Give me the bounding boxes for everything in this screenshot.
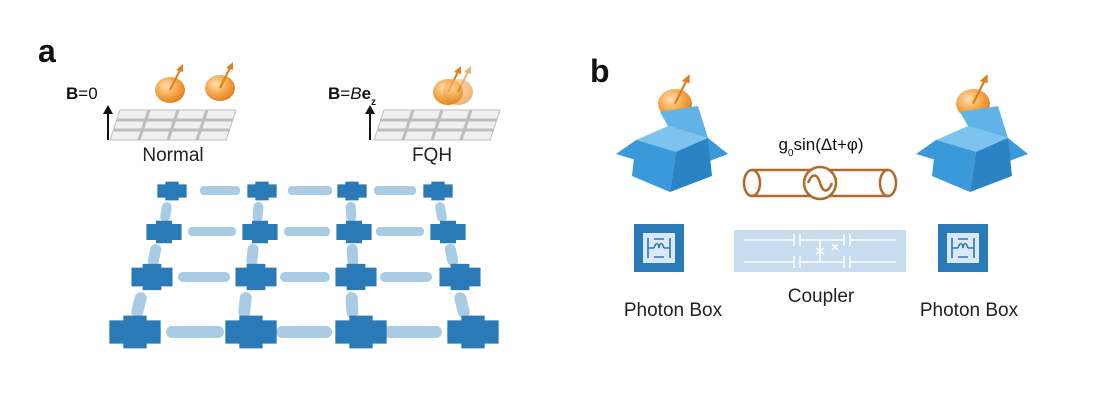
qubit-icon	[447, 315, 499, 349]
coupler-chip-icon	[734, 230, 906, 272]
qubit-icon	[247, 181, 277, 201]
composite-spin-icon	[432, 65, 474, 106]
qubit-icon	[131, 263, 173, 291]
field-arrow-icon	[103, 105, 113, 140]
fqh-caption: FQH	[412, 145, 452, 166]
spin-particle-icon	[154, 63, 186, 104]
coupler-caption: Coupler	[788, 286, 855, 307]
qubit-icon	[109, 315, 161, 349]
normal-field-label: B=0	[66, 84, 98, 103]
qubit-icon	[337, 181, 367, 201]
normal-state: B=0 Normal	[66, 61, 237, 166]
qubit-icon	[423, 181, 453, 201]
panel-a: a B=0 Normal	[38, 33, 501, 349]
vertical-couplers	[131, 202, 470, 318]
lattice-sheet-icon	[109, 109, 237, 141]
fqh-field-label: B=Bez	[328, 84, 376, 108]
resonator-chip-icon	[634, 224, 684, 272]
field-arrow-icon	[365, 105, 375, 140]
lattice-sheet-icon	[373, 109, 501, 141]
qubit-icon	[335, 263, 377, 291]
panel-b-label: b	[590, 53, 610, 89]
qubit-icon	[439, 263, 481, 291]
qubit-icon	[225, 315, 277, 349]
horizontal-couplers	[166, 186, 442, 338]
qubit-icon	[157, 181, 187, 201]
coaxial-resonator-icon	[742, 165, 898, 201]
spin-particle-icon	[204, 61, 236, 102]
qubit-icon	[335, 315, 387, 349]
fqh-state: B=Bez FQH	[328, 65, 501, 166]
open-box-icon	[916, 106, 1028, 192]
qubit-lattice	[109, 181, 499, 349]
left-photon-box-caption: Photon Box	[624, 300, 723, 321]
normal-caption: Normal	[142, 145, 203, 166]
coupling-formula: g0sin(Δt+φ)	[778, 135, 863, 159]
resonator-chip-icon	[938, 224, 988, 272]
open-box-icon	[616, 106, 728, 192]
qubit-icon	[430, 220, 466, 244]
panel-a-label: a	[38, 33, 56, 69]
panel-b: b g0sin(Δt+φ)	[590, 53, 1028, 321]
qubit-icon	[146, 220, 182, 244]
qubit-icon	[336, 220, 372, 244]
right-photon-box-caption: Photon Box	[920, 300, 1019, 321]
qubit-icon	[242, 220, 278, 244]
qubit-icon	[235, 263, 277, 291]
